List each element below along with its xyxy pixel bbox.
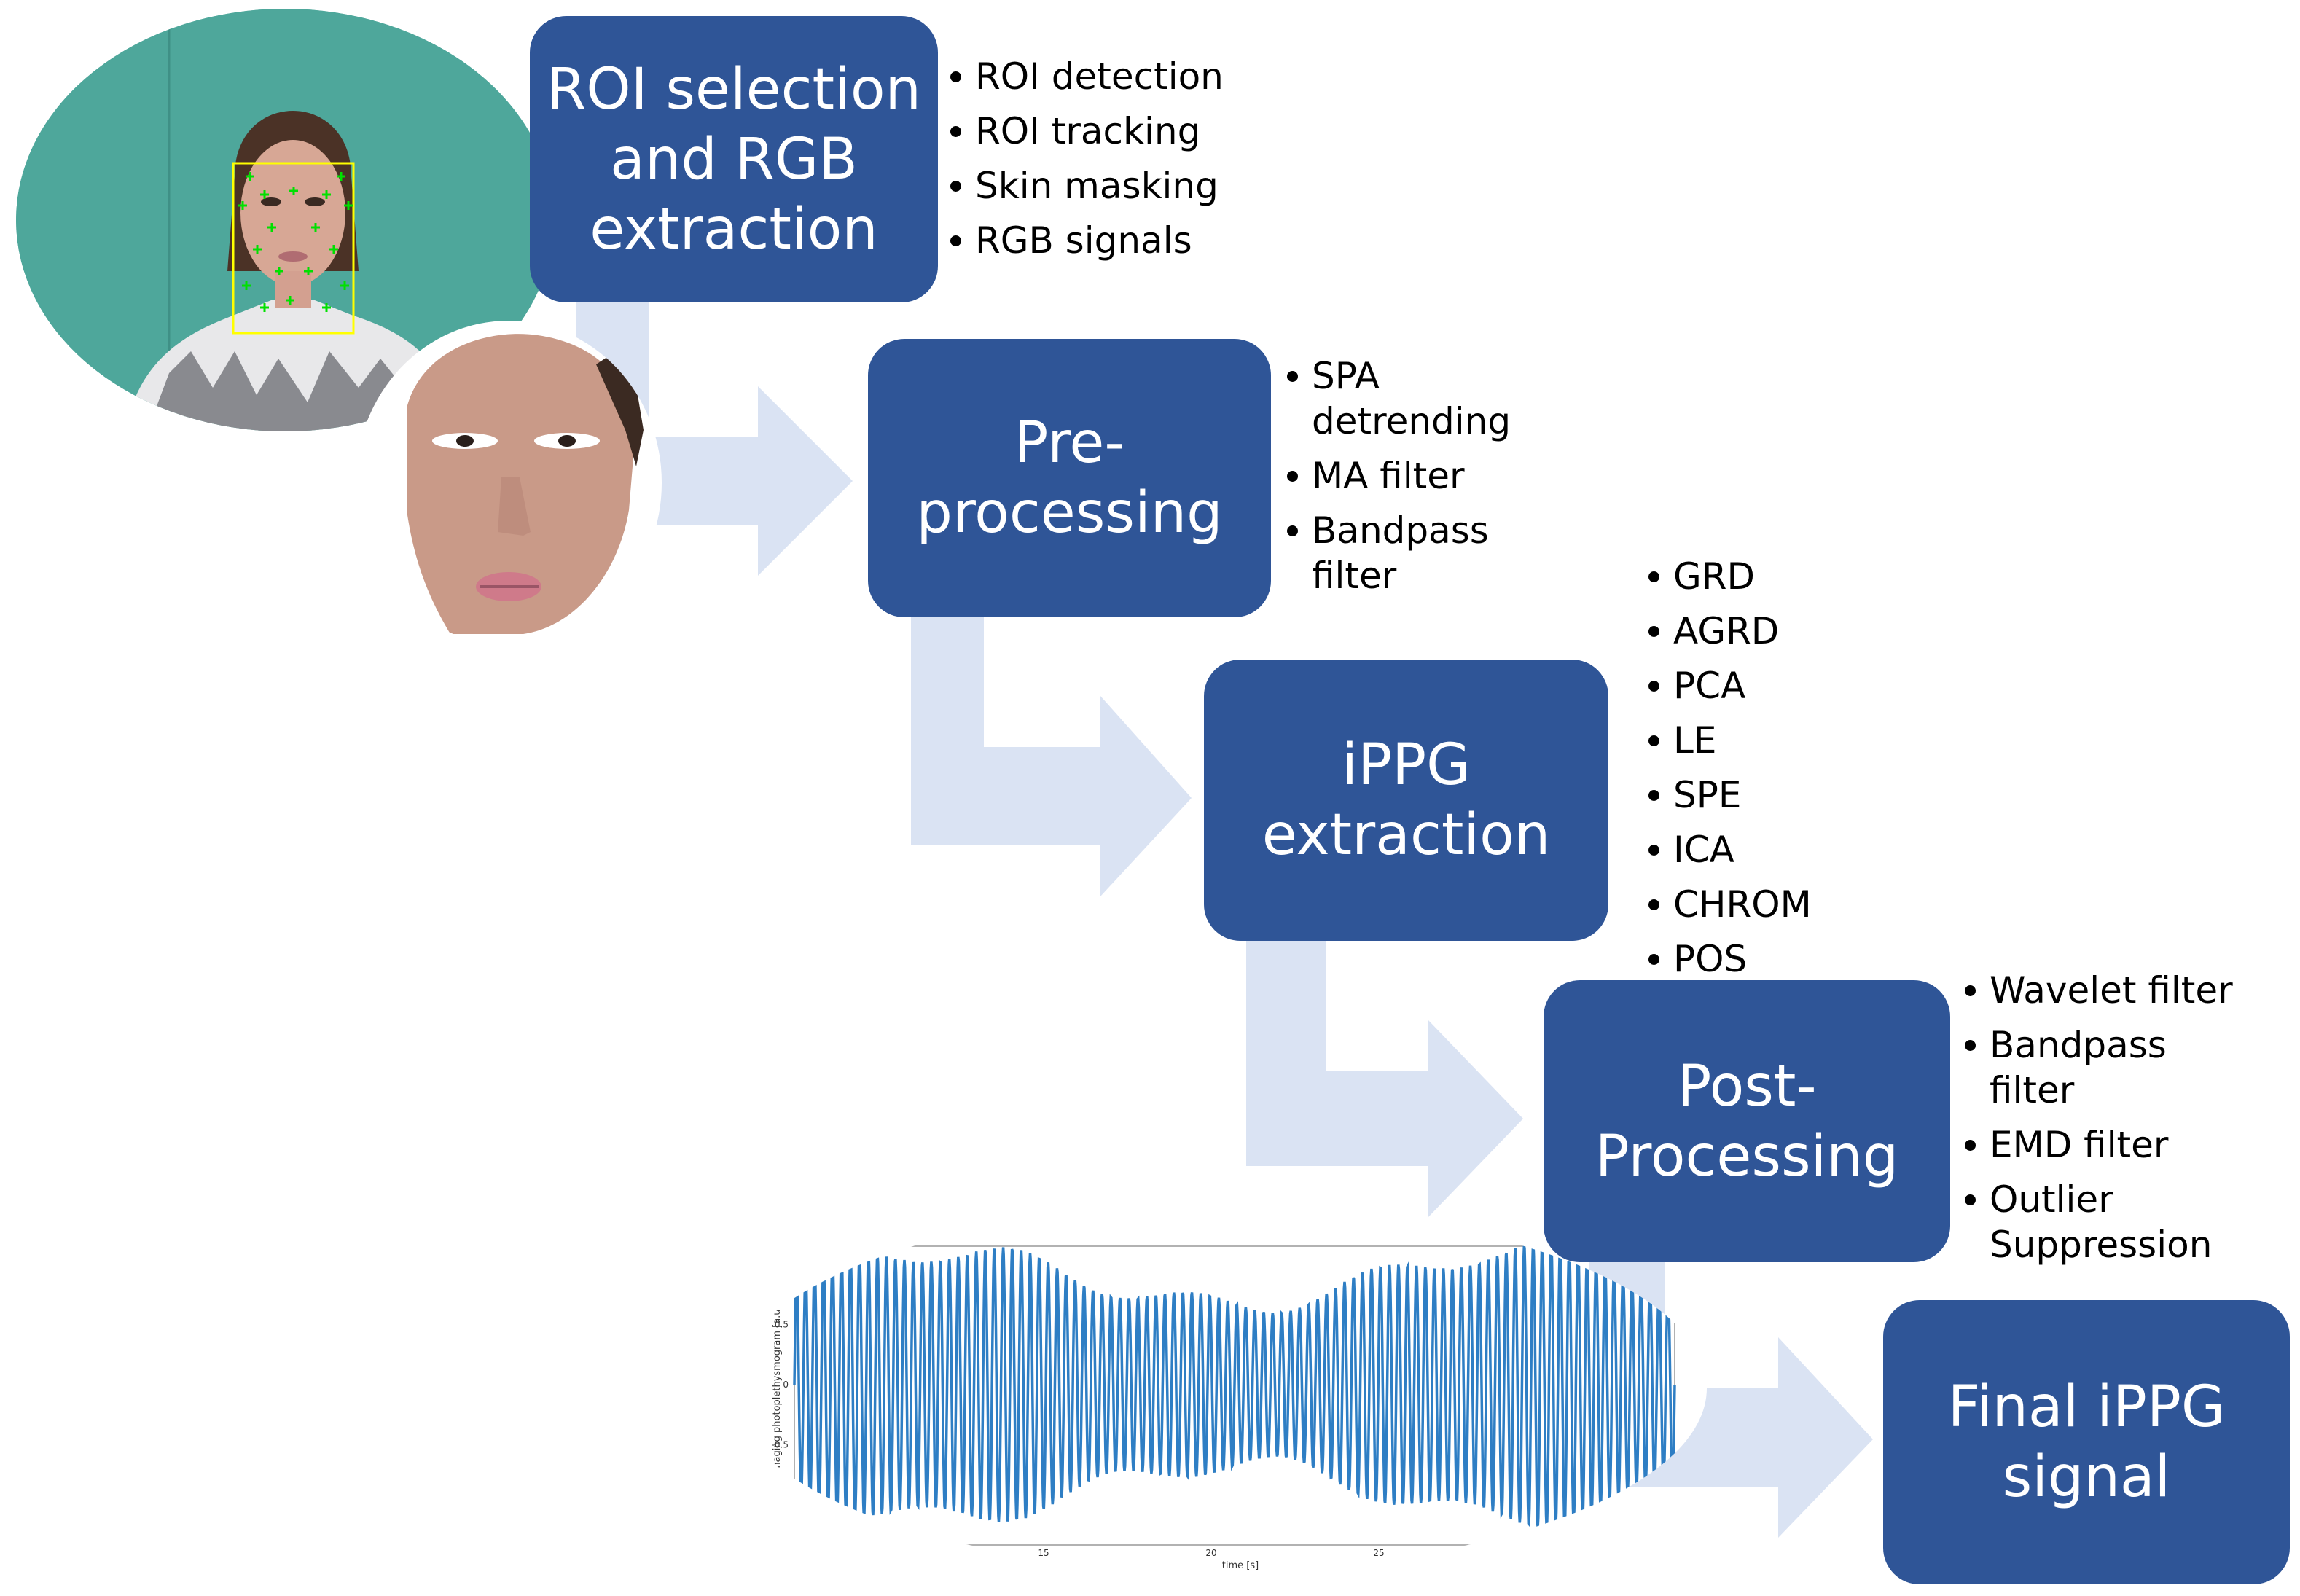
ippg-signal-plot: 0.50-0.51520253035 imaging photoplethysm… <box>730 1206 1707 1570</box>
plot-xlabel: time [s] <box>1222 1560 1259 1570</box>
step-ippg-extraction-label: iPPG extraction <box>1262 732 1551 868</box>
step-final-signal-box: Final iPPG signal <box>1883 1300 2290 1584</box>
plot-xtick: 20 <box>1205 1548 1216 1558</box>
step-postprocessing-box: Post- Processing <box>1544 980 1950 1262</box>
bullet-item: Bandpass filter <box>1962 1022 2253 1113</box>
step-roi-selection-box: ROI selection and RGB extraction <box>530 16 938 302</box>
step-roi-selection-bullets: ROI detection ROI tracking Skin masking … <box>947 54 1283 273</box>
skin-mask-face <box>356 321 662 645</box>
bullet-item: CHROM <box>1646 882 1864 927</box>
bullet-item: MA filter <box>1284 453 1525 498</box>
bullet-item: SPE <box>1646 772 1864 818</box>
step-postprocessing-label: Post- Processing <box>1595 1053 1899 1189</box>
step-preprocessing-box: Pre- processing <box>868 339 1271 617</box>
flow-arrow-2 <box>911 612 1192 896</box>
bullet-item: Skin masking <box>947 163 1283 208</box>
bullet-item: AGRD <box>1646 609 1864 654</box>
plot-ytick: 0.5 <box>775 1320 789 1330</box>
bullet-item: Wavelet filter <box>1962 968 2253 1013</box>
step-ippg-extraction-bullets: GRD AGRD PCA LE SPE ICA CHROM POS <box>1646 554 1864 991</box>
step-ippg-extraction-box: iPPG extraction <box>1204 660 1608 941</box>
bullet-item: ICA <box>1646 827 1864 872</box>
bullet-item: EMD filter <box>1962 1122 2253 1167</box>
plot-ytick: -0.5 <box>772 1440 789 1450</box>
bullet-item: GRD <box>1646 554 1864 599</box>
ippg-waveform <box>793 1238 1676 1528</box>
step-final-signal-label: Final iPPG signal <box>1947 1374 2226 1510</box>
bullet-item: Outlier Suppression <box>1962 1177 2253 1267</box>
plot-xtick: 15 <box>1038 1548 1049 1558</box>
plot-ytick: 0 <box>783 1380 789 1390</box>
plot-xtick: 25 <box>1373 1548 1384 1558</box>
bullet-item: ROI detection <box>947 54 1283 99</box>
bullet-item: POS <box>1646 936 1864 982</box>
step-preprocessing-label: Pre- processing <box>916 410 1223 546</box>
bullet-item: RGB signals <box>947 218 1283 263</box>
plot-ylabel: imaging photoplethysmogram [a.u.] <box>772 1302 783 1474</box>
step-preprocessing-bullets: SPA detrending MA filter Bandpass filter <box>1284 353 1525 608</box>
bullet-item: Bandpass filter <box>1284 508 1525 598</box>
bullet-item: PCA <box>1646 663 1864 708</box>
bullet-item: LE <box>1646 718 1864 763</box>
bullet-item: SPA detrending <box>1284 353 1525 444</box>
flow-arrow-3 <box>1246 936 1523 1217</box>
step-postprocessing-bullets: Wavelet filter Bandpass filter EMD filte… <box>1962 968 2253 1277</box>
plot-xtick: 30 <box>1541 1548 1552 1558</box>
step-roi-selection-label: ROI selection and RGB extraction <box>547 56 921 262</box>
bullet-item: ROI tracking <box>947 109 1283 154</box>
